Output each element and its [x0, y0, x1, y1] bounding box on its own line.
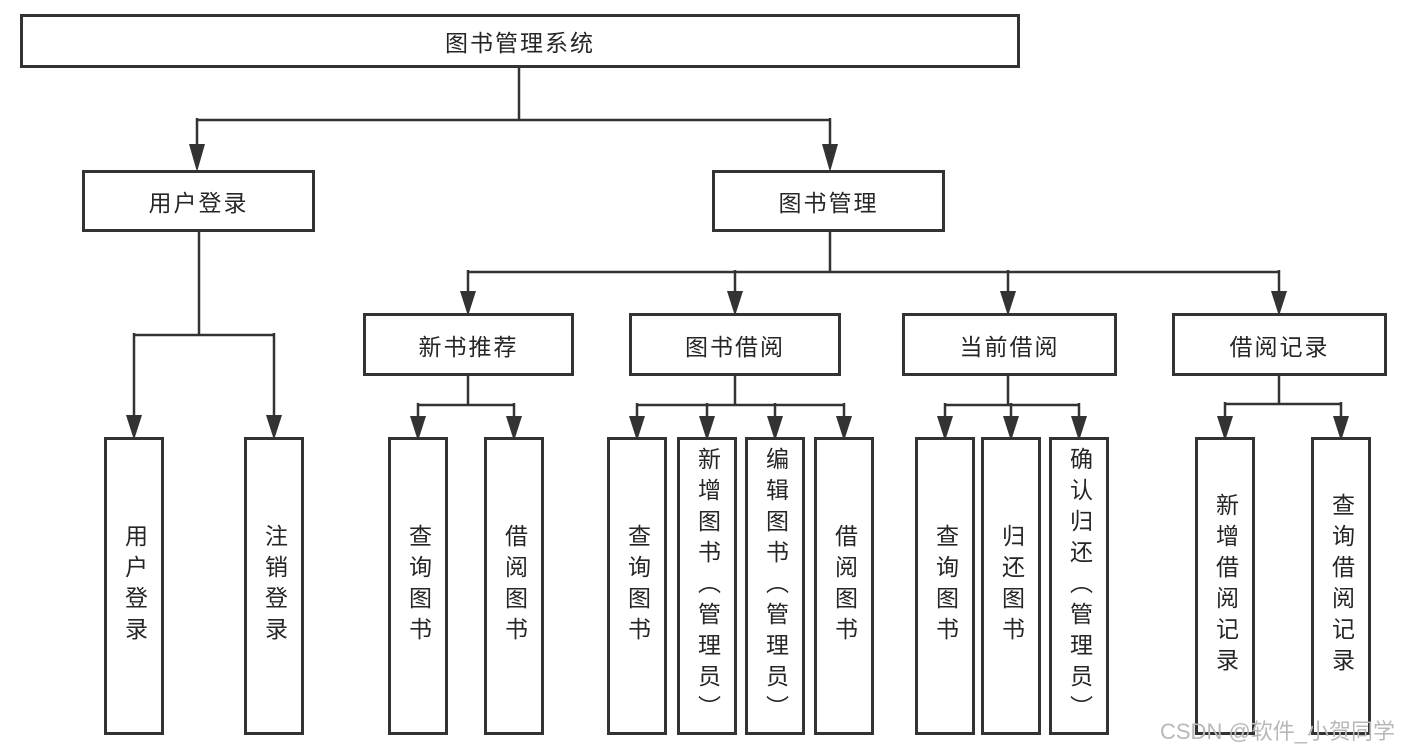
arrow-icon	[937, 416, 953, 441]
arrow-icon	[1000, 291, 1016, 316]
arrowheads	[126, 144, 1349, 441]
node-user-login: 用户登录	[82, 170, 315, 232]
arrow-icon	[767, 416, 783, 441]
node-book-borrow: 图书借阅	[629, 313, 841, 376]
arrow-icon	[266, 415, 282, 440]
node-new-book-recommend: 新书推荐	[363, 313, 574, 376]
arrow-icon	[822, 144, 838, 172]
node-root-system: 图书管理系统	[20, 14, 1020, 68]
leaf-logout: 注销登录	[244, 437, 304, 735]
arrow-icon	[1003, 416, 1019, 441]
leaf-borrow-query-books: 查询图书	[607, 437, 667, 735]
node-label: 图书借阅	[685, 333, 785, 360]
leaf-newbook-query-books: 查询图书	[388, 437, 448, 735]
connector-root-to-level2	[195, 66, 832, 146]
leaf-record-add: 新增借阅记录	[1195, 437, 1255, 735]
node-current-borrow: 当前借阅	[902, 313, 1117, 376]
leaf-user-login: 用户登录	[104, 437, 164, 735]
node-label: 借阅记录	[1229, 333, 1330, 360]
leaf-current-confirm-return-admin: 确认归还（管理员）	[1049, 437, 1109, 735]
node-label: 图书管理系统	[445, 30, 595, 56]
leaf-borrow-add-books-admin: 新增图书（管理员）	[677, 437, 737, 735]
arrow-icon	[1333, 416, 1349, 441]
leaf-current-query-books: 查询图书	[915, 437, 975, 735]
node-label: 用户登录	[148, 190, 249, 216]
leaf-record-query: 查询借阅记录	[1311, 437, 1371, 735]
connector-bookborrow-to-leaves	[635, 376, 846, 419]
node-book-management: 图书管理	[712, 170, 945, 232]
leaf-borrow-edit-books-admin: 编辑图书（管理员）	[745, 437, 805, 735]
arrow-icon	[629, 416, 645, 441]
arrow-icon	[1217, 416, 1233, 441]
arrow-icon	[126, 415, 142, 440]
node-label: 新书推荐	[418, 333, 519, 360]
node-label: 当前借阅	[959, 333, 1060, 360]
leaf-newbook-borrow-books: 借阅图书	[484, 437, 544, 735]
connector-userlogin-to-leaves	[132, 232, 276, 418]
node-borrow-records: 借阅记录	[1172, 313, 1387, 376]
connector-borrowrecord-to-leaves	[1223, 376, 1343, 419]
arrow-icon	[410, 416, 426, 441]
arrow-icon	[189, 144, 205, 172]
arrow-icon	[836, 416, 852, 441]
leaf-borrow-borrow-books: 借阅图书	[814, 437, 874, 735]
node-label: 图书管理	[778, 190, 879, 216]
arrow-icon	[460, 291, 476, 316]
arrow-icon	[1271, 291, 1287, 316]
leaf-current-return-books: 归还图书	[981, 437, 1041, 735]
arrow-icon	[1071, 416, 1087, 441]
arrow-icon	[699, 416, 715, 441]
arrow-icon	[506, 416, 522, 441]
arrow-icon	[727, 291, 743, 316]
connector-bookmgmt-to-level3	[466, 232, 1281, 294]
connector-currentborrow-to-leaves	[943, 376, 1081, 419]
connector-newbook-to-leaves	[416, 376, 516, 419]
watermark: CSDN @软件_小贺同学	[1160, 719, 1396, 744]
